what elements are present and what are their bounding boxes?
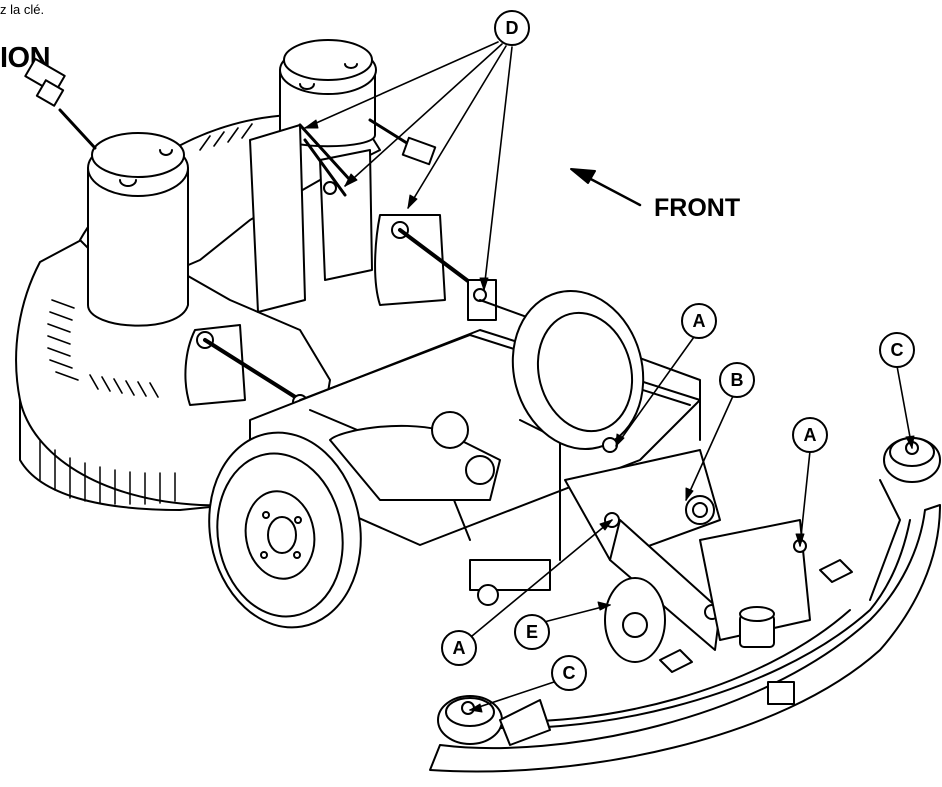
callout-e-circle — [514, 614, 550, 650]
callout-a-top-label: A — [693, 311, 706, 331]
callout-b-circle — [719, 362, 755, 398]
callout-a-bottom-label: A — [453, 638, 466, 658]
leader-arrowheads — [304, 119, 915, 713]
squeegee-mount — [564, 437, 811, 663]
callout-a-top-circle — [681, 303, 717, 339]
callout-c-right-circle — [879, 332, 915, 368]
callout-b-label: B — [731, 370, 744, 390]
lift-linkage — [184, 123, 497, 410]
leader-lines — [304, 41, 913, 711]
wheel-front-left — [208, 431, 362, 629]
motor-left — [24, 57, 189, 327]
wheel-rear — [511, 289, 645, 451]
callout-d-circle — [494, 10, 530, 46]
callout-a-bottom-circle — [441, 630, 477, 666]
callout-a-right-label: A — [804, 425, 817, 445]
callout-c-bottom-label: C — [563, 663, 576, 683]
callout-d-label: D — [506, 18, 519, 38]
callout-c-bottom-circle — [551, 655, 587, 691]
callout-a-right-circle — [792, 417, 828, 453]
front-arrow-icon — [570, 168, 642, 207]
cropped-instruction-text: z la clé. — [0, 2, 45, 17]
callout-c-right-label: C — [891, 340, 904, 360]
callout-e-label: E — [526, 622, 538, 642]
front-direction-label: FRONT — [654, 194, 741, 222]
motor-right — [279, 39, 437, 166]
squeegee-assembly — [429, 437, 941, 773]
